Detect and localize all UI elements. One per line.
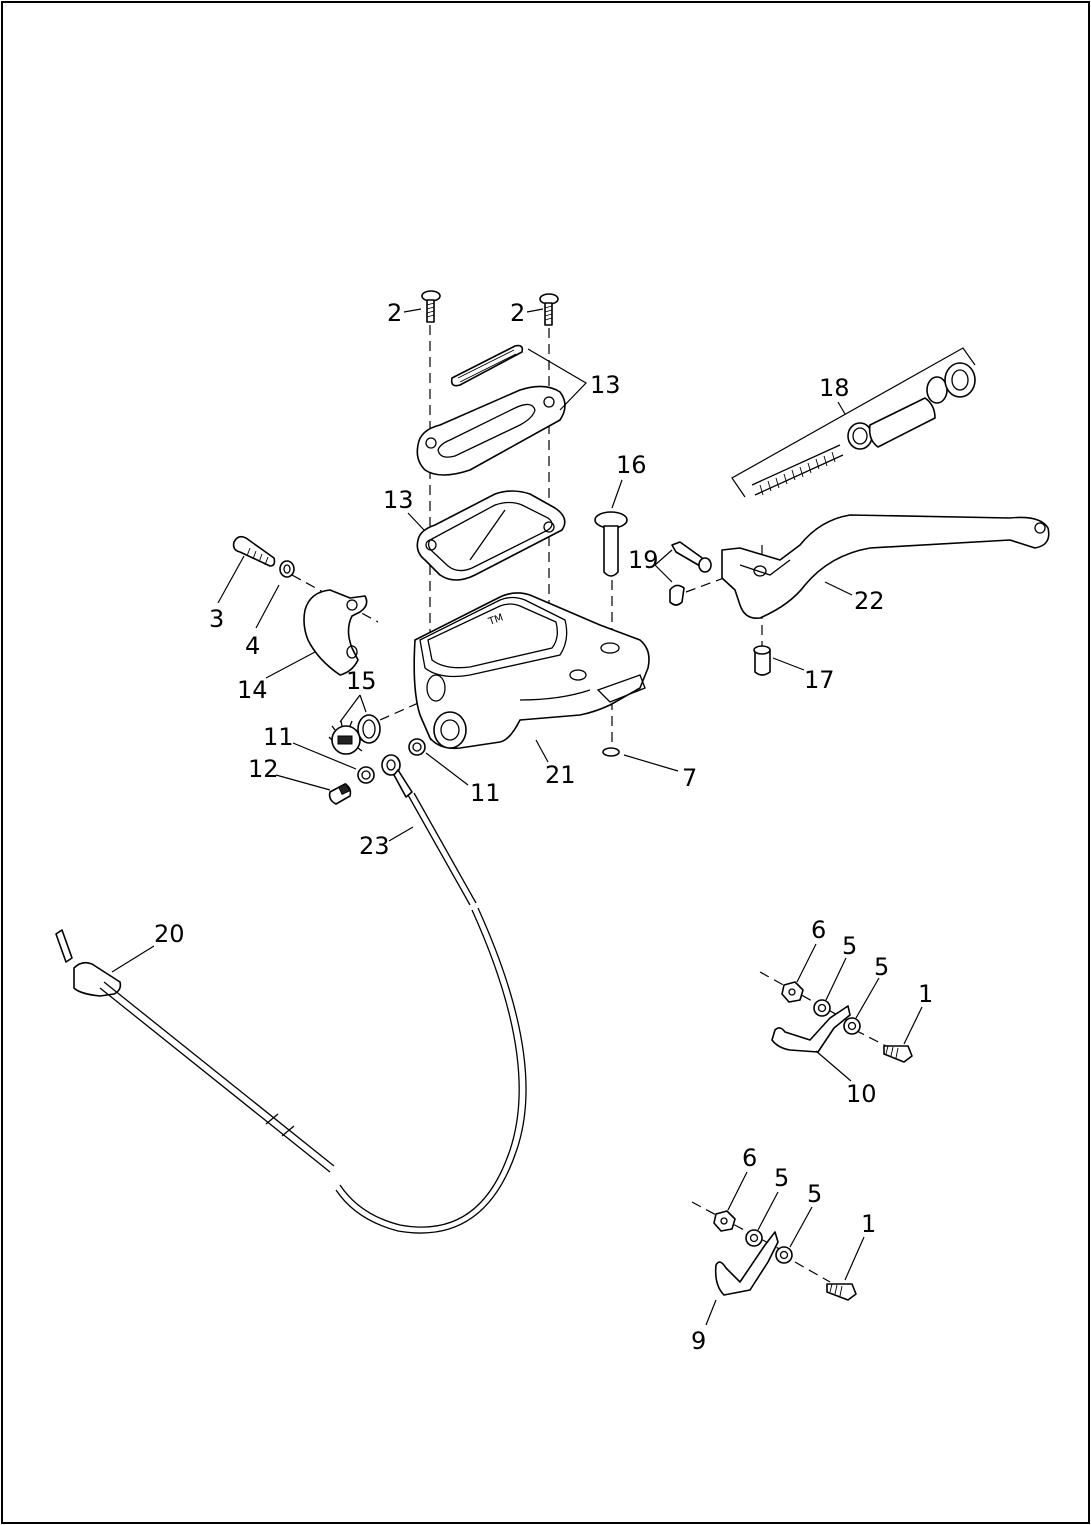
callout-5-lower-a: 5 — [774, 1164, 789, 1192]
banjo-washer-right — [408, 738, 426, 756]
reservoir-cover — [416, 385, 566, 476]
retaining-ring — [602, 747, 620, 757]
upper-washer-a — [813, 999, 831, 1017]
callout-1-lower: 1 — [861, 1210, 876, 1238]
clutch-lever — [721, 514, 1050, 620]
callout-2-right: 2 — [510, 299, 525, 327]
callout-14: 14 — [237, 676, 268, 704]
callout-22: 22 — [854, 587, 885, 615]
clutch-cable — [335, 754, 527, 1234]
callout-9: 9 — [691, 1327, 706, 1355]
callout-19: 19 — [628, 546, 659, 574]
lower-bracket — [714, 1231, 779, 1296]
callout-1-upper: 1 — [918, 980, 933, 1008]
callout-11-right: 11 — [470, 779, 501, 807]
lower-washer-a — [745, 1229, 763, 1247]
cover-screw-left — [421, 290, 441, 323]
callout-21: 21 — [545, 761, 576, 789]
clamp-bolt — [232, 535, 276, 567]
pivot-pin — [594, 511, 628, 577]
lever-adjuster — [669, 541, 712, 606]
callout-15: 15 — [346, 667, 377, 695]
cover-badge — [450, 344, 524, 387]
lower-washer-b — [775, 1246, 793, 1264]
callout-17: 17 — [804, 666, 835, 694]
piston-kit — [751, 362, 976, 496]
banjo-bolt — [328, 783, 352, 805]
callout-5-lower-b: 5 — [807, 1180, 822, 1208]
callout-labels: 2 2 13 13 18 16 19 22 3 4 14 15 17 11 12… — [154, 299, 933, 1355]
svg-text:TM: TM — [486, 612, 505, 628]
callout-16: 16 — [616, 451, 647, 479]
cover-screw-right — [539, 293, 559, 326]
master-cylinder-body: TM — [413, 592, 650, 750]
lower-nut — [713, 1210, 736, 1232]
callout-5-upper-a: 5 — [842, 932, 857, 960]
callout-18: 18 — [819, 374, 850, 402]
upper-bracket — [771, 1005, 851, 1053]
upper-nut — [781, 981, 804, 1003]
handlebar-clamp — [303, 589, 368, 676]
clamp-washer — [279, 560, 295, 578]
callout-10: 10 — [846, 1080, 877, 1108]
callout-7: 7 — [682, 764, 697, 792]
callout-6-upper: 6 — [811, 916, 826, 944]
callout-2-left: 2 — [387, 299, 402, 327]
callout-3: 3 — [209, 605, 224, 633]
upper-washer-b — [843, 1017, 861, 1035]
callout-11-left: 11 — [263, 723, 294, 751]
callout-5-upper-b: 5 — [874, 953, 889, 981]
callout-23: 23 — [359, 832, 390, 860]
lower-screw — [826, 1283, 857, 1301]
sight-glass — [328, 714, 381, 755]
callout-6-lower: 6 — [742, 1144, 757, 1172]
lower-cable — [55, 929, 335, 1173]
leader-lines — [111, 308, 923, 1326]
callout-12: 12 — [248, 755, 279, 783]
callout-4: 4 — [245, 632, 260, 660]
piston-kit-bracket — [731, 347, 976, 498]
callout-20: 20 — [154, 920, 185, 948]
callout-13-cover: 13 — [590, 371, 621, 399]
upper-screw — [883, 1045, 913, 1063]
banjo-washer-left — [357, 766, 375, 784]
callout-13-gasket: 13 — [383, 486, 414, 514]
cover-gasket — [416, 490, 566, 581]
lever-bushing — [753, 645, 771, 676]
